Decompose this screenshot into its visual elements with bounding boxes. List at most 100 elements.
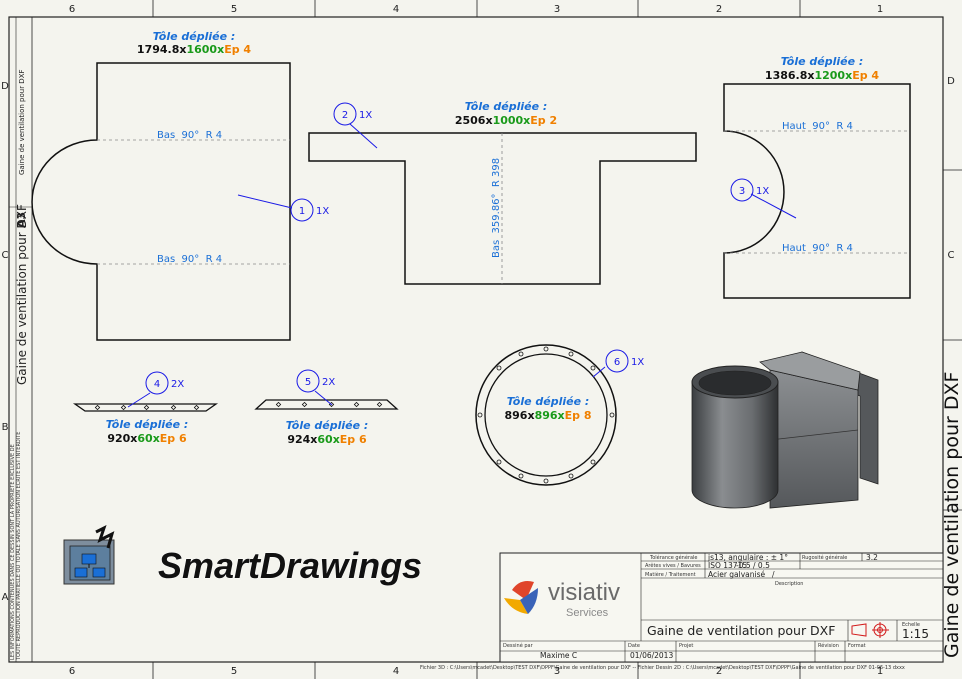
title-block-labels: Tolérance générale Rugosité générale Arê… — [503, 554, 920, 649]
projection-symbol-icon — [851, 622, 889, 638]
part-6-width: 896x — [535, 409, 565, 422]
revision-label: Révision — [818, 642, 839, 649]
edges-value: ISO 13715 — [708, 561, 747, 570]
right-letter-d: D — [947, 76, 955, 87]
bottom-number-5: 5 — [231, 666, 237, 677]
sheet-size: A3 — [15, 212, 28, 228]
side-big-title: Gaine de ventilation pour DXF — [15, 204, 29, 385]
part-1-quantity: 1X — [316, 206, 329, 217]
top-number-1: 1 — [877, 4, 883, 15]
left-letter-c: C — [2, 250, 9, 261]
logo-icon-block-top — [81, 553, 97, 565]
iso-box-seam — [769, 429, 859, 441]
part-5-balloon-number: 5 — [305, 377, 311, 388]
part-2-flat-title: Tôle dépliée : — [465, 100, 548, 113]
bottom-number-4: 4 — [393, 666, 399, 677]
date-label: Date — [628, 643, 640, 649]
top-number-2: 2 — [716, 4, 722, 15]
iso-box-top — [759, 351, 861, 391]
part-1-flat-title: Tôle dépliée : — [153, 30, 236, 43]
visiativ-services: Services — [566, 607, 609, 619]
part-5-quantity: 2X — [322, 377, 335, 388]
part-6-quantity: 1X — [631, 357, 644, 368]
logo-text: SmartDrawings — [158, 545, 422, 586]
part-6: 6 1X Tôle dépliée : 896x896xEp 8 — [475, 344, 644, 486]
part-4-balloon-number: 4 — [154, 379, 160, 390]
edges-label: Arêtes vives / Bavures — [645, 562, 701, 569]
zone-ticks — [152, 0, 962, 679]
iso-box-front — [769, 369, 859, 509]
part-4-outline — [72, 403, 219, 412]
logo-icon-block-left — [74, 567, 88, 578]
part-6-balloon-number: 6 — [614, 357, 620, 368]
edges-limits: -0.5 / 0.5 — [736, 561, 770, 570]
part-4-balloon — [145, 371, 169, 395]
part-1-bend-note-2: Bas 90° R 4 — [157, 254, 222, 265]
material-slash: / — [772, 570, 775, 579]
logo-icon-block-right — [92, 567, 106, 578]
part-1-balloon-number: 1 — [299, 206, 305, 217]
legal-notice-1: LES INFORMATIONS CONTENUES DANS CE DESSI… — [10, 444, 16, 660]
left-letter-b: B — [2, 422, 9, 433]
visiativ-logo-yellow — [504, 598, 528, 614]
part-3-bend-note-1: Haut 90° R 4 — [782, 121, 853, 132]
visiativ-logo-blue — [520, 588, 538, 614]
part-3-balloon — [730, 178, 754, 202]
bottom-number-6: 6 — [69, 666, 75, 677]
part-4-quantity: 2X — [171, 379, 184, 390]
date-value: 01/06/2013 — [630, 651, 673, 660]
part-2-balloon-number: 2 — [342, 110, 348, 121]
part-2-outline — [308, 132, 697, 285]
part-2-thickness: Ep 2 — [530, 114, 557, 127]
part-2-quantity: 1X — [359, 110, 372, 121]
part-6-leader — [592, 366, 606, 378]
part-3-thickness: Ep 4 — [852, 69, 879, 82]
part-4-flat-title: Tôle dépliée : — [106, 418, 189, 431]
tolerance-value: js13, angulaire : ± 1° — [707, 553, 788, 562]
bottom-number-2: 2 — [716, 666, 722, 677]
part-6-dimensions: 896x896xEp 8 — [505, 409, 592, 422]
tolerance-label: Tolérance générale — [649, 554, 698, 561]
iso-cylinder-opening — [698, 370, 772, 396]
material-value: Acier galvanisé — [708, 570, 766, 579]
part-5: 5 2X Tôle dépliée : 924x60xEp 6 — [254, 369, 399, 446]
part-6-thickness: Ep 8 — [565, 409, 592, 422]
part-1-outline — [31, 62, 291, 341]
part-3-width: 1200x — [814, 69, 852, 82]
part-6-outer-circle — [475, 344, 617, 486]
part-5-balloon — [296, 369, 320, 393]
part-3: Haut 90° R 4 Haut 90° R 4 Tôle dépliée :… — [723, 55, 911, 299]
part-4-thickness: Ep 6 — [160, 432, 187, 445]
part-4-length: 920x — [107, 432, 137, 445]
logo-lightning-icon — [95, 525, 115, 549]
description-label: Description — [775, 581, 803, 587]
part-1: Bas 90° R 4 Bas 90° R 4 Tôle dépliée : 1… — [31, 30, 329, 341]
top-number-3: 3 — [554, 4, 560, 15]
project-label: Projet — [679, 643, 693, 649]
part-3-quantity: 1X — [756, 186, 769, 197]
part-3-balloon-number: 3 — [739, 186, 745, 197]
part-3-length: 1386.8x — [765, 69, 815, 82]
part-2-dimensions: 2506x1000xEp 2 — [455, 114, 557, 127]
part-1-leader — [237, 194, 293, 209]
part-3-leader — [750, 193, 797, 219]
part-3-outline — [723, 83, 911, 299]
part-1-balloon — [290, 198, 314, 222]
part-6-length: 896x — [505, 409, 535, 422]
roughness-label: Rugosité générale — [802, 554, 847, 561]
part-1-dimensions: 1794.8x1600xEp 4 — [137, 43, 251, 56]
bottom-number-3: 3 — [554, 666, 560, 677]
part-5-thickness: Ep 6 — [340, 433, 367, 446]
title-block-values: js13, angulaire : ± 1° 3.2 ISO 13715 -0.… — [540, 553, 878, 660]
part-2: Bas 359.86° R 398 Tôle dépliée : 2506x10… — [308, 100, 697, 285]
drawer-label: Dessiné par — [503, 642, 534, 649]
part-6-holes — [477, 346, 615, 484]
part-1-bend-note-1: Bas 90° R 4 — [157, 130, 222, 141]
left-letter-d: D — [1, 81, 9, 92]
title-block-frame — [499, 552, 944, 663]
part-4-holes — [94, 404, 200, 411]
part-3-flat-title: Tôle dépliée : — [781, 55, 864, 68]
part-5-leader — [314, 390, 333, 406]
part-2-balloon — [333, 102, 357, 126]
